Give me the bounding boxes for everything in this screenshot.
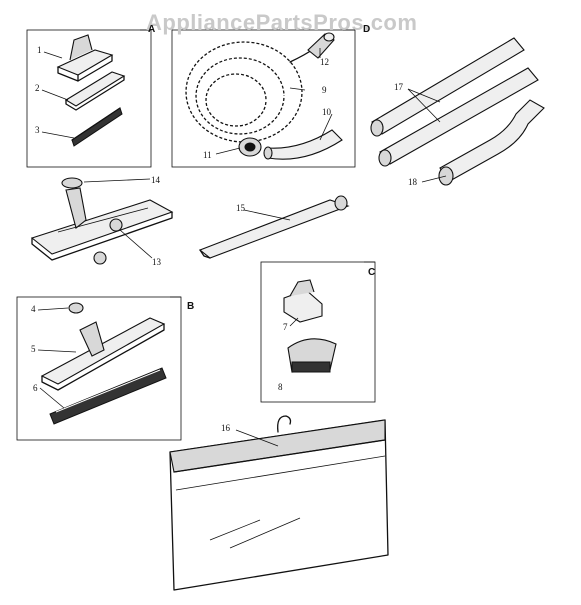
part-4-ring [68, 302, 84, 314]
leader-lines [37, 48, 447, 447]
callout-13: 13 [152, 257, 161, 267]
callout-3: 3 [35, 125, 40, 135]
callout-5: 5 [31, 344, 36, 354]
part-1-upholstery-nozzle [56, 34, 114, 82]
callout-10: 10 [322, 107, 331, 117]
group-d-box [171, 29, 356, 168]
part-2-brush-holder [64, 71, 126, 111]
part-5-rug-nozzle [40, 317, 166, 391]
part-10-curved-wand [263, 129, 343, 160]
group-b-box [16, 296, 182, 441]
callout-9: 9 [322, 85, 327, 95]
group-a-box [26, 29, 152, 168]
callout-12: 12 [320, 57, 329, 67]
group-label-a: A [148, 24, 156, 35]
callout-16: 16 [221, 423, 230, 433]
callout-7: 7 [283, 322, 288, 332]
part-16-storage-bag [169, 415, 389, 591]
group-label-d: D [363, 24, 371, 35]
group-label-c: C [368, 267, 376, 278]
part-7-dusting-nozzle [283, 279, 323, 323]
callout-2: 2 [35, 83, 40, 93]
watermark-text: AppliancePartsPros.com [146, 10, 418, 35]
group-c-box [260, 261, 376, 403]
part-12-hose-fitting [307, 32, 335, 59]
callout-11: 11 [203, 150, 212, 160]
part-6-brush-insert [49, 367, 167, 425]
group-label-b: B [187, 301, 195, 312]
callout-6: 6 [33, 383, 38, 393]
callout-17: 17 [394, 82, 403, 92]
callout-4: 4 [31, 304, 36, 314]
part-11-swivel-cuff [238, 137, 262, 157]
callout-15: 15 [236, 203, 245, 213]
part-17-wands [370, 37, 539, 167]
callout-8: 8 [278, 382, 283, 392]
part-15-crevice-tool [198, 195, 350, 259]
callout-18: 18 [408, 177, 417, 187]
part-8-dusting-brush [287, 338, 337, 373]
callout-1: 1 [37, 45, 42, 55]
part-9-hose [184, 40, 316, 144]
part-13-floor-nozzle [30, 187, 174, 265]
callout-14: 14 [151, 175, 160, 185]
part-14-neck-ring [61, 177, 83, 189]
part-3-brush-strip [71, 107, 123, 147]
